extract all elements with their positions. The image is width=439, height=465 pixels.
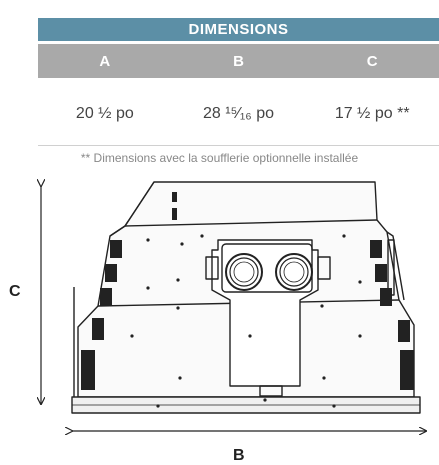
column-header-c: C (366, 52, 378, 70)
table-divider (38, 145, 439, 146)
table-values-row: 20 ½ po 28 ¹⁵⁄₁₆ po 17 ½ po ** (38, 102, 439, 126)
screws (130, 234, 362, 408)
value-c: 17 ½ po ** (334, 105, 410, 122)
footnote: ** Dimensions avec la soufflerie optionn… (80, 151, 359, 165)
table-header-row: A B C (38, 44, 439, 78)
louver-vents (81, 192, 414, 390)
column-header-b: B (233, 52, 244, 70)
duct-collars (225, 253, 313, 291)
value-a: 20 ½ po (75, 105, 134, 122)
dimension-b-label: B (233, 447, 245, 464)
value-b: 28 ¹⁵⁄₁₆ po (203, 105, 274, 122)
column-header-a: A (99, 52, 111, 70)
dimension-c-label: C (9, 283, 21, 300)
unit-drawing (0, 170, 439, 455)
table-title: DIMENSIONS (38, 18, 439, 41)
